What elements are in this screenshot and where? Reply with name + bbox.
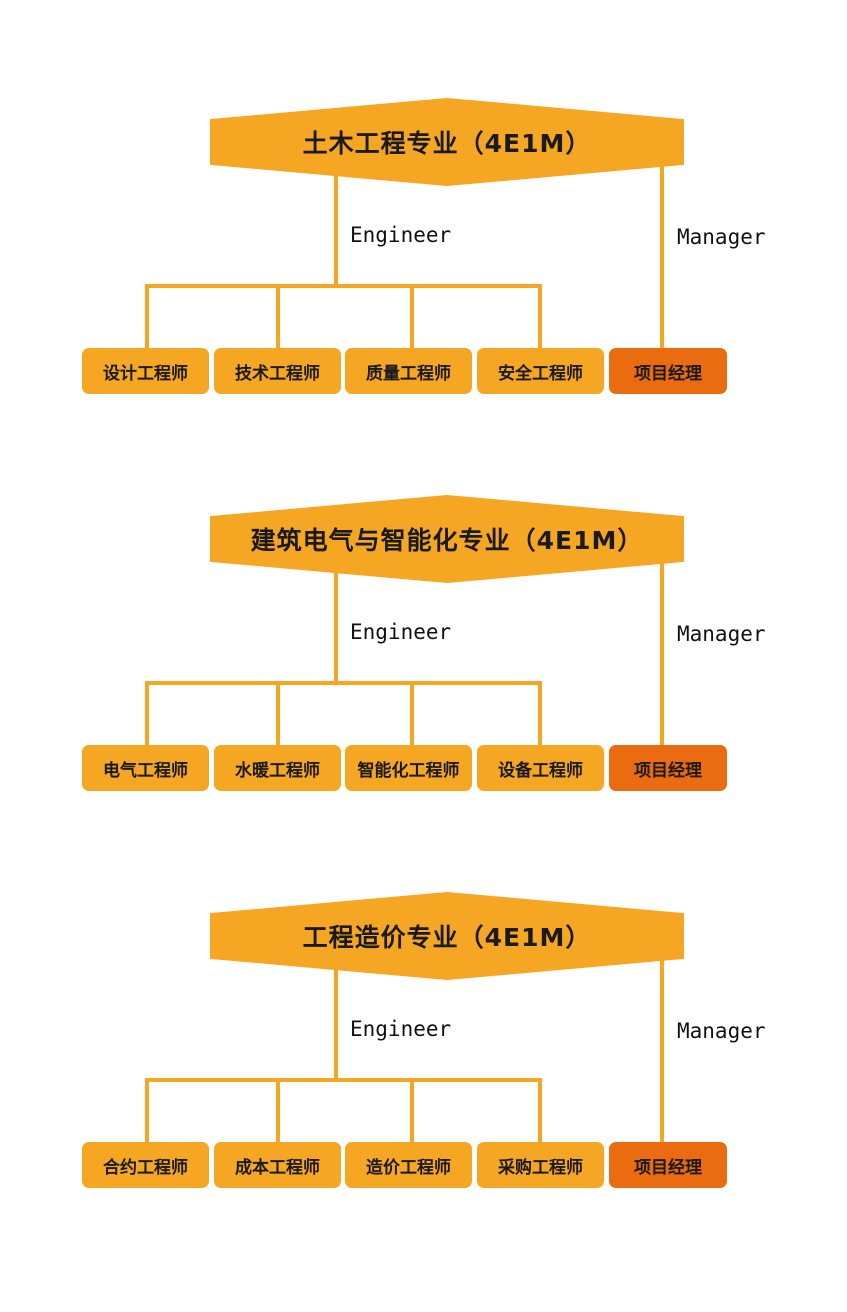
- major-title: 建筑电气与智能化专业（4E1M）: [250, 526, 644, 555]
- engineer-drop-line: [145, 681, 149, 745]
- engineer-drop-line: [145, 284, 149, 348]
- manager-label: Manager: [677, 225, 766, 249]
- manager-trunk-line: [660, 162, 664, 348]
- engineer-drop-line: [538, 681, 542, 745]
- major-title-banner: 土木工程专业（4E1M）: [210, 98, 684, 186]
- role-box-procurement-engineer: 采购工程师: [477, 1142, 604, 1188]
- role-box-intelligent-systems-engineer: 智能化工程师: [345, 745, 472, 791]
- role-box-equipment-engineer: 设备工程师: [477, 745, 604, 791]
- engineer-drop-line: [410, 1078, 414, 1142]
- engineer-drop-line: [276, 1078, 280, 1142]
- role-box-design-engineer: 设计工程师: [82, 348, 209, 394]
- engineer-trunk-line: [334, 970, 338, 1078]
- engineer-drop-line: [276, 284, 280, 348]
- engineer-drop-line: [538, 1078, 542, 1142]
- engineer-branch-line: [145, 1078, 542, 1082]
- engineer-branch-line: [145, 681, 542, 685]
- role-box-hvac-plumbing-engineer: 水暖工程师: [214, 745, 341, 791]
- engineer-trunk-line: [334, 176, 338, 284]
- major-title-banner: 工程造价专业（4E1M）: [210, 892, 684, 980]
- org-block-electrical-intelligent: 建筑电气与智能化专业（4E1M） Engineer Manager 电气工程师 …: [0, 495, 847, 805]
- role-box-quality-engineer: 质量工程师: [345, 348, 472, 394]
- role-box-technical-engineer: 技术工程师: [214, 348, 341, 394]
- major-title: 工程造价专业（4E1M）: [302, 923, 592, 952]
- engineer-drop-line: [276, 681, 280, 745]
- role-box-cost-estimating-engineer: 造价工程师: [345, 1142, 472, 1188]
- role-box-project-manager: 项目经理: [609, 745, 727, 791]
- engineer-label: Engineer: [350, 620, 452, 644]
- role-box-safety-engineer: 安全工程师: [477, 348, 604, 394]
- manager-label: Manager: [677, 622, 766, 646]
- manager-label: Manager: [677, 1019, 766, 1043]
- org-block-civil-engineering: 土木工程专业（4E1M） Engineer Manager 设计工程师 技术工程…: [0, 98, 847, 408]
- major-title: 土木工程专业（4E1M）: [302, 129, 592, 158]
- manager-trunk-line: [660, 956, 664, 1142]
- engineer-label: Engineer: [350, 1017, 452, 1041]
- engineer-drop-line: [538, 284, 542, 348]
- org-block-cost-engineering: 工程造价专业（4E1M） Engineer Manager 合约工程师 成本工程…: [0, 892, 847, 1202]
- major-title-banner: 建筑电气与智能化专业（4E1M）: [210, 495, 684, 583]
- role-box-project-manager: 项目经理: [609, 1142, 727, 1188]
- role-box-project-manager: 项目经理: [609, 348, 727, 394]
- engineer-drop-line: [410, 284, 414, 348]
- engineer-trunk-line: [334, 573, 338, 681]
- role-box-contract-engineer: 合约工程师: [82, 1142, 209, 1188]
- engineer-label: Engineer: [350, 223, 452, 247]
- manager-trunk-line: [660, 559, 664, 745]
- role-box-electrical-engineer: 电气工程师: [82, 745, 209, 791]
- engineer-drop-line: [145, 1078, 149, 1142]
- role-box-cost-control-engineer: 成本工程师: [214, 1142, 341, 1188]
- engineer-branch-line: [145, 284, 542, 288]
- engineer-drop-line: [410, 681, 414, 745]
